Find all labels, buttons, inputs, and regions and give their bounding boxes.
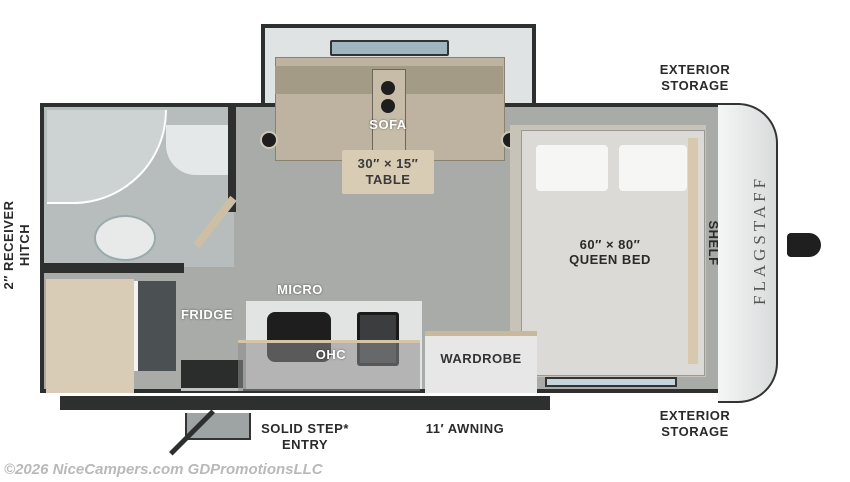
bed-size-label: 60″ × 80″ <box>579 237 641 252</box>
front-cap <box>718 103 778 403</box>
hitch-coupler-icon <box>787 233 821 257</box>
watermark: ©2026 NiceCampers.com GDPromotionsLLC <box>4 461 323 478</box>
bathroom-sink <box>166 125 228 175</box>
awning-label: 11′ AWNING <box>425 421 505 436</box>
exterior-storage-bottom-label: EXTERIOR STORAGE <box>640 408 750 440</box>
step-label-line1: SOLID STEP* <box>261 421 349 436</box>
rear-cabinet <box>46 279 134 393</box>
ext-storage-bottom-line1: EXTERIOR <box>659 408 731 423</box>
micro-label: MICRO <box>277 282 323 297</box>
trash-bin <box>181 360 243 391</box>
speaker-icon <box>260 131 278 149</box>
cup-holder-icon <box>381 81 395 95</box>
ext-storage-bottom-line2: STORAGE <box>661 424 729 439</box>
toilet <box>94 215 156 261</box>
ext-storage-top-line1: EXTERIOR <box>659 62 731 77</box>
shelf <box>688 138 698 364</box>
skylight <box>330 40 449 56</box>
pillow <box>619 145 687 191</box>
brand-logo: FLAGSTAFF <box>750 174 769 305</box>
table-size-label: 30″ × 15″ <box>357 156 419 171</box>
awning-rail <box>60 396 550 410</box>
fridge <box>134 281 176 371</box>
ohc-label: OHC <box>315 347 347 362</box>
bathroom-bottom-wall <box>44 263 184 273</box>
hitch-label-line2: HITCH <box>17 223 32 267</box>
step-label-line2: ENTRY <box>281 437 329 452</box>
entry-step-label: SOLID STEP* ENTRY <box>250 421 360 453</box>
bathroom-wall <box>228 107 236 212</box>
wardrobe-label: WARDROBE <box>440 351 522 366</box>
hitch-label: 2″ RECEIVER HITCH <box>1 190 33 300</box>
exterior-storage-top-label: EXTERIOR STORAGE <box>640 62 750 94</box>
fridge-label: FRIDGE <box>180 307 234 322</box>
ext-storage-top-line2: STORAGE <box>661 78 729 93</box>
cup-holder-icon <box>381 99 395 113</box>
table-label: TABLE <box>365 172 411 187</box>
bed-label: QUEEN BED <box>569 252 651 267</box>
sofa-label: SOFA <box>369 117 407 132</box>
wardrobe <box>425 331 537 393</box>
hitch-label-line1: 2″ RECEIVER <box>1 200 16 290</box>
ohc-cabinet <box>238 340 420 391</box>
pillow <box>536 145 608 191</box>
bed-window <box>545 377 677 387</box>
table <box>342 150 434 194</box>
